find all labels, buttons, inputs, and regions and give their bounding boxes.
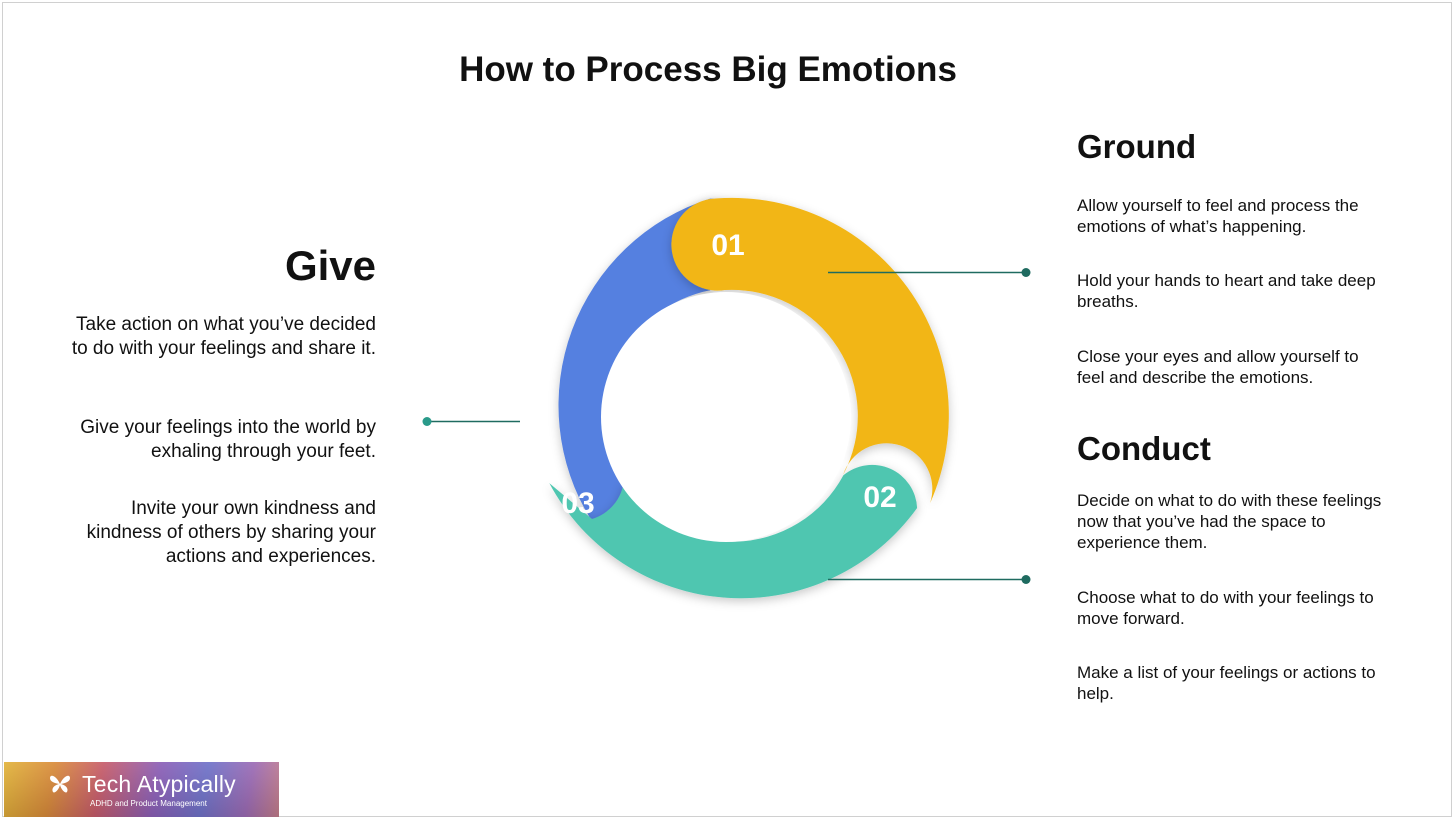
give-item: Give your feelings into the world by exh… bbox=[80, 417, 376, 462]
brand-badge: Tech Atypically ADHD and Product Managem… bbox=[4, 762, 279, 817]
ground-item: Hold your hands to heart and take deep b… bbox=[1077, 271, 1376, 311]
conduct-item: Choose what to do with your feelings to … bbox=[1077, 588, 1374, 628]
connector-dot-ground bbox=[1021, 268, 1031, 277]
give-item: Invite your own kindness and kindness of… bbox=[86, 498, 376, 567]
step-number-01: 01 bbox=[711, 229, 744, 262]
step-number-02: 02 bbox=[863, 481, 896, 514]
ground-item: Close your eyes and allow yourself to fe… bbox=[1077, 347, 1359, 387]
diagram-title: How to Process Big Emotions bbox=[459, 50, 957, 89]
ground-item: Allow yourself to feel and process the e… bbox=[1077, 196, 1359, 236]
step-number-03: 03 bbox=[561, 487, 594, 520]
conduct-item: Make a list of your feelings or actions … bbox=[1077, 663, 1376, 703]
conduct-item: Decide on what to do with these feelings… bbox=[1077, 491, 1382, 552]
brand-name: Tech Atypically bbox=[82, 771, 236, 797]
butterfly-icon bbox=[50, 775, 70, 793]
ring-center bbox=[601, 292, 851, 542]
ground-heading: Ground bbox=[1077, 128, 1197, 165]
give-item: Take action on what you’ve decided to do… bbox=[71, 314, 376, 359]
connector-dot-give bbox=[422, 417, 432, 426]
brand-tagline: ADHD and Product Management bbox=[90, 799, 207, 808]
connector-dot-conduct bbox=[1021, 575, 1031, 584]
segment-conduct bbox=[549, 464, 918, 599]
segment-ground bbox=[671, 197, 949, 504]
conduct-heading: Conduct bbox=[1077, 430, 1211, 467]
brand-overlay bbox=[4, 762, 279, 817]
give-heading: Give bbox=[284, 242, 376, 289]
